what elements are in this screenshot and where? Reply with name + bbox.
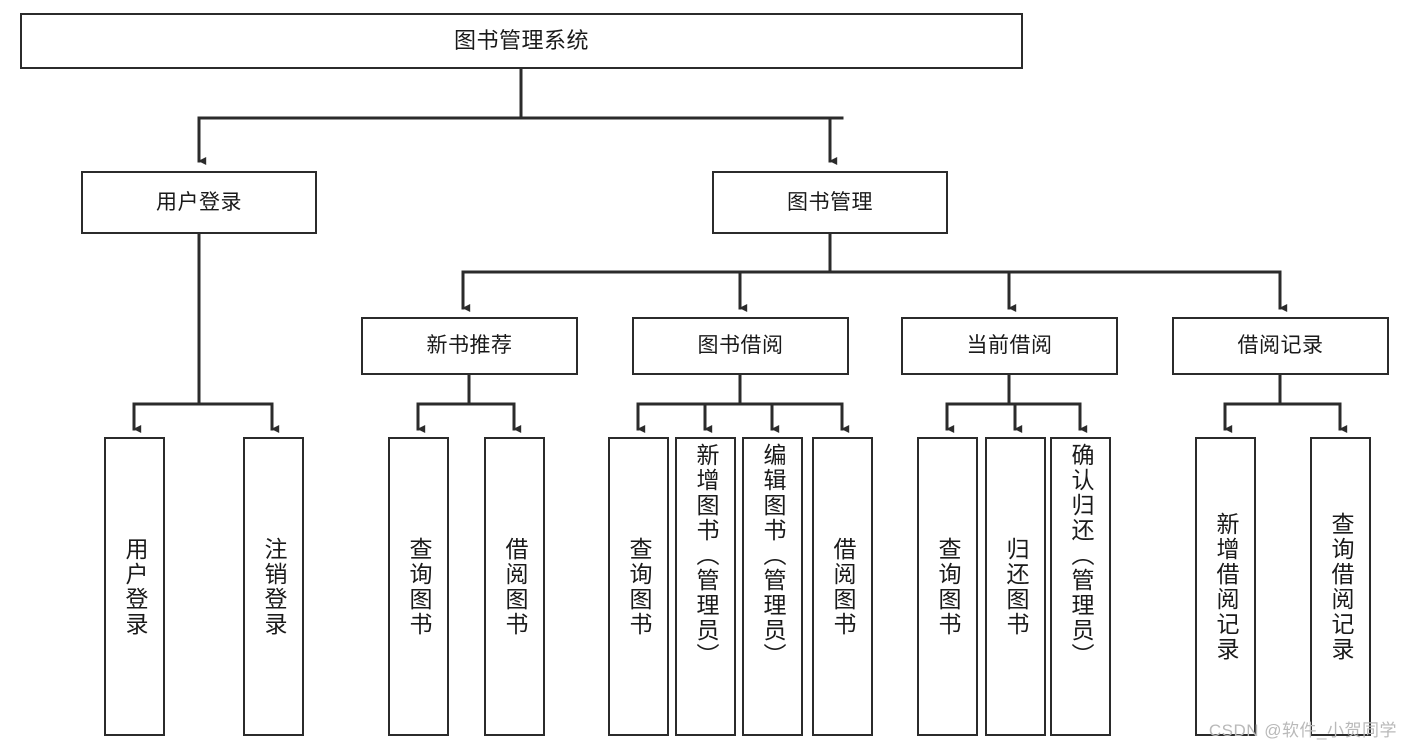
node-label: 借阅图书 (830, 536, 856, 637)
node-leaf-borrow-book-2[interactable]: 借阅图书 (812, 437, 873, 736)
node-label: 新增借阅记录 (1213, 511, 1239, 662)
node-leaf-borrow-book-1[interactable]: 借阅图书 (484, 437, 545, 736)
node-label: 借阅图书 (502, 536, 528, 637)
node-label: 图书管理 (787, 190, 873, 214)
node-label: 查询图书 (626, 536, 652, 637)
node-label: 借阅记录 (1237, 334, 1324, 358)
node-current-borrow[interactable]: 当前借阅 (901, 317, 1118, 375)
node-book-borrow[interactable]: 图书借阅 (632, 317, 849, 375)
node-label: 查询图书 (935, 536, 961, 637)
node-book-manage[interactable]: 图书管理 (712, 171, 948, 234)
node-borrow-record[interactable]: 借阅记录 (1172, 317, 1389, 375)
node-label: 图书借阅 (697, 334, 784, 358)
node-leaf-return-book[interactable]: 归还图书 (985, 437, 1046, 736)
node-leaf-add-record[interactable]: 新增借阅记录 (1195, 437, 1256, 736)
node-label: 查询图书 (406, 536, 432, 637)
node-leaf-query-book-2[interactable]: 查询图书 (608, 437, 669, 736)
watermark-text: CSDN @软件_小贺同学 (1208, 721, 1397, 740)
node-label: 编辑图书（管理员） (760, 443, 786, 668)
node-new-book-recommend[interactable]: 新书推荐 (361, 317, 578, 375)
node-leaf-query-book-3[interactable]: 查询图书 (917, 437, 978, 736)
node-user-login[interactable]: 用户登录 (81, 171, 317, 234)
node-label: 查询借阅记录 (1328, 511, 1354, 662)
node-leaf-edit-book[interactable]: 编辑图书（管理员） (742, 437, 803, 736)
node-root-system[interactable]: 图书管理系统 (20, 13, 1023, 69)
node-leaf-confirm-return[interactable]: 确认归还（管理员） (1050, 437, 1111, 736)
node-label: 图书管理系统 (453, 27, 589, 53)
node-leaf-user-logout[interactable]: 注销登录 (243, 437, 304, 736)
node-label: 归还图书 (1003, 536, 1029, 637)
node-label: 新增图书（管理员） (693, 443, 719, 668)
node-label: 用户登录 (156, 190, 242, 214)
node-leaf-query-record[interactable]: 查询借阅记录 (1310, 437, 1371, 736)
node-label: 注销登录 (261, 536, 287, 637)
node-leaf-user-login[interactable]: 用户登录 (104, 437, 165, 736)
node-label: 新书推荐 (426, 334, 513, 358)
node-label: 当前借阅 (966, 334, 1053, 358)
node-leaf-add-book[interactable]: 新增图书（管理员） (675, 437, 736, 736)
node-label: 用户登录 (122, 536, 148, 637)
node-label: 确认归还（管理员） (1068, 443, 1094, 668)
node-leaf-query-book-1[interactable]: 查询图书 (388, 437, 449, 736)
